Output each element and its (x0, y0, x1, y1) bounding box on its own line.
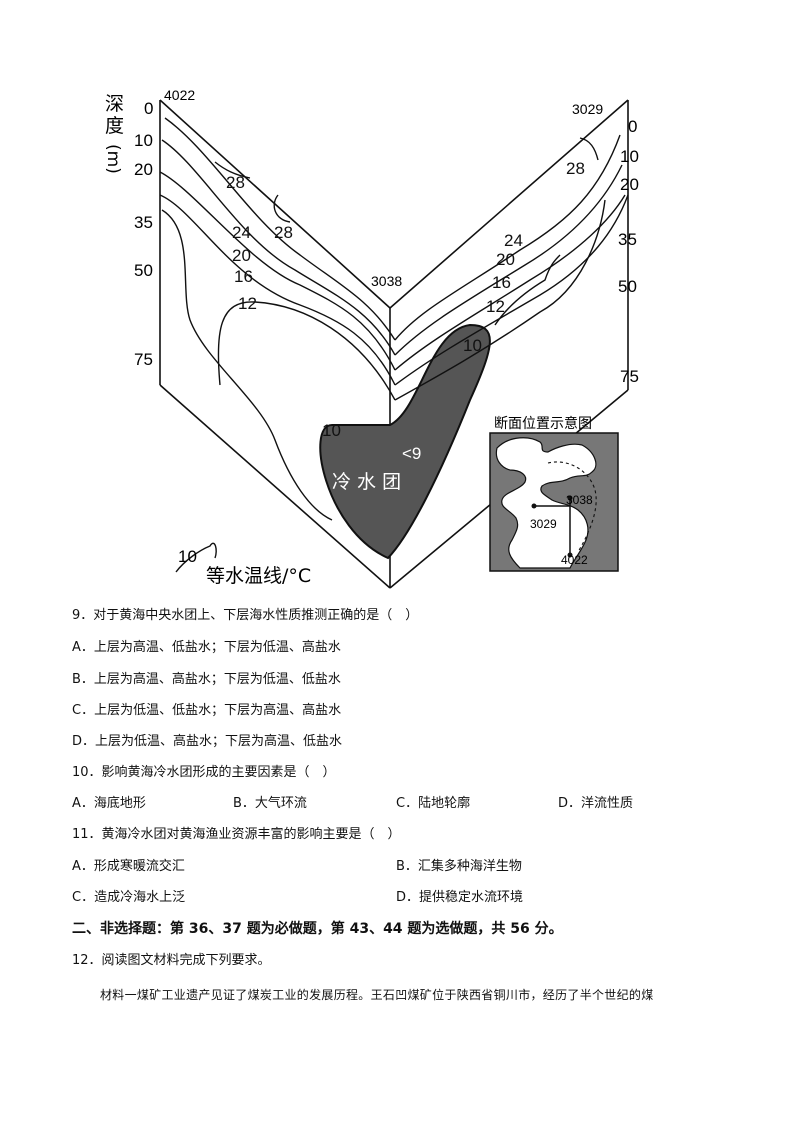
question-9-option-b: B．上层为高温、高盐水；下层为低温、低盐水 (72, 672, 341, 687)
inset-title: 断面位置示意图 (494, 415, 592, 432)
station-3038-label: 3038 (371, 273, 402, 289)
inset-land (495, 437, 597, 569)
question-10-option-a: A．海底地形 (72, 796, 146, 811)
inset-point-4022 (567, 552, 573, 558)
depth-axis-title-char2: 度 (105, 115, 124, 137)
isotherm-20-left: 20 (232, 246, 251, 265)
question-12-stem: 12．阅读图文材料完成下列要求。 (72, 953, 271, 968)
legend-isotherm-sample (175, 542, 217, 573)
isotherm-28-b: 28 (274, 223, 293, 242)
question-11-option-c: C．造成冷海水上泛 (72, 890, 186, 905)
isotherm-28-a: 28 (226, 173, 245, 192)
depth-left-10: 10 (134, 131, 153, 150)
question-11-option-a: A．形成寒暖流交汇 (72, 859, 185, 874)
question-9-stem: 9．对于黄海中央水团上、下层海水性质推测正确的是（ ） (72, 608, 419, 623)
question-9-option-a: A．上层为高温、低盐水；下层为低温、高盐水 (72, 640, 341, 655)
question-11-option-b: B．汇集多种海洋生物 (396, 859, 522, 874)
depth-axis-title-char1: 深 (105, 93, 124, 115)
isotherm-10-right: 10 (463, 336, 482, 355)
depth-left-75: 75 (134, 350, 153, 369)
question-10-stem: 10．影响黄海冷水团形成的主要因素是（ ） (72, 765, 336, 780)
depth-right-0: 0 (628, 117, 637, 136)
isotherm-24-right: 24 (504, 231, 523, 250)
depth-left-0: 0 (144, 99, 153, 118)
isotherm-28-c: 28 (566, 159, 585, 178)
isotherm-24-left: 24 (232, 223, 251, 242)
inset-point-3029 (531, 503, 537, 509)
depth-right-35: 35 (618, 230, 637, 249)
inset-point-3038 (567, 495, 573, 501)
depth-left-35: 35 (134, 213, 153, 232)
legend-value: 10 (178, 547, 197, 566)
isotherm-16-right: 16 (492, 273, 511, 292)
question-10-option-d: D．洋流性质 (558, 796, 634, 811)
isotherm-10-left: 10 (322, 421, 341, 440)
isotherm-9: <9 (402, 444, 421, 463)
inset-map: 3038 3029 4022 (489, 432, 619, 572)
temperature-section-figure: 深 度 (m) 4022 3029 3038 0 10 20 35 50 75 … (100, 80, 660, 600)
legend-text: 等水温线/°C (206, 565, 311, 587)
cold-water-mass-label: 冷 水 团 (332, 471, 401, 493)
isotherms (159, 117, 629, 521)
question-9-option-d: D．上层为低温、高盐水；下层为高温、低盐水 (72, 734, 343, 749)
question-10-option-b: B．大气环流 (233, 796, 307, 811)
depth-right-20: 20 (620, 175, 639, 194)
section-diagram-svg: 深 度 (m) 4022 3029 3038 0 10 20 35 50 75 … (103, 87, 639, 589)
depth-axis-title-unit: (m) (103, 144, 123, 174)
question-11-option-d: D．提供稳定水流环境 (396, 890, 524, 905)
question-10-option-c: C．陆地轮廓 (396, 796, 471, 811)
section-2-heading: 二、非选择题：第 36、37 题为必做题，第 43、44 题为选做题，共 56 … (72, 921, 563, 937)
isotherm-20-right: 20 (496, 250, 515, 269)
depth-right-10: 10 (620, 147, 639, 166)
inset-label-3038: 3038 (566, 493, 593, 507)
isotherm-16-left: 16 (234, 267, 253, 286)
material-1-text: 材料一煤矿工业遗产见证了煤炭工业的发展历程。王石凹煤矿位于陕西省铜川市，经历了半… (100, 988, 654, 1002)
depth-left-20: 20 (134, 160, 153, 179)
station-3029-label: 3029 (572, 101, 603, 117)
cold-water-mass (319, 323, 491, 560)
station-4022-label: 4022 (164, 87, 195, 103)
isotherm-12-left: 12 (238, 294, 257, 313)
depth-right-50: 50 (618, 277, 637, 296)
depth-right-75: 75 (620, 367, 639, 386)
inset-label-4022: 4022 (561, 553, 588, 567)
inset-label-3029: 3029 (530, 517, 557, 531)
depth-left-50: 50 (134, 261, 153, 280)
question-9-option-c: C．上层为低温、低盐水；下层为高温、高盐水 (72, 703, 342, 718)
isotherm-12-right: 12 (486, 297, 505, 316)
inset-dashed-line (547, 461, 597, 553)
question-11-stem: 11．黄海冷水团对黄海渔业资源丰富的影响主要是（ ） (72, 827, 401, 842)
